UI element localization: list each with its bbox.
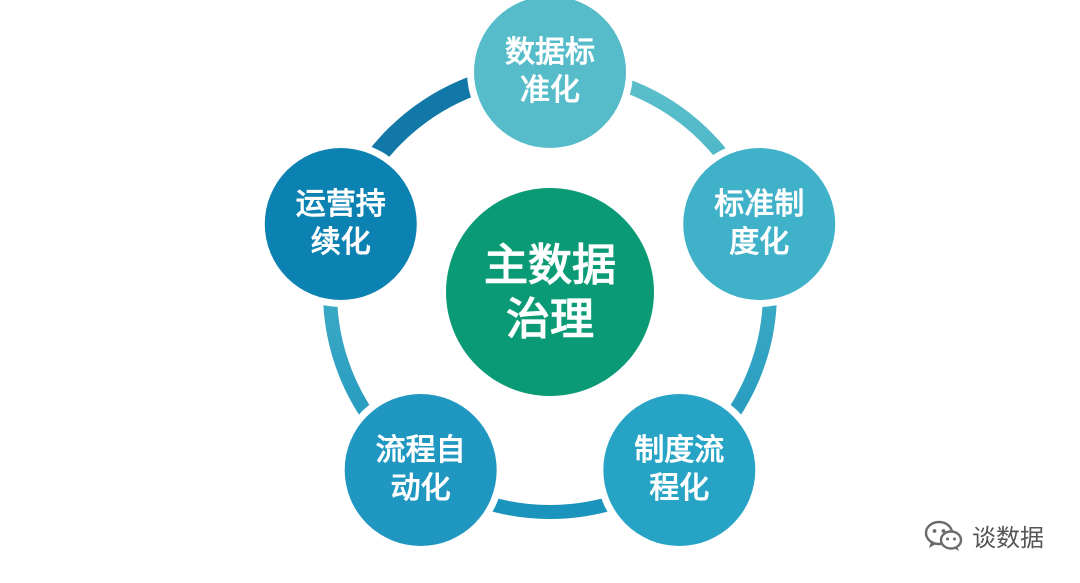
cycle-node-circle — [683, 148, 836, 301]
watermark: 谈数据 — [924, 518, 1044, 553]
cycle-node-circle — [344, 393, 497, 546]
cycle-node-label: 运营持 — [296, 187, 386, 222]
watermark-text: 谈数据 — [972, 524, 1044, 552]
cycle-node-circle — [603, 393, 756, 546]
cycle-node-label: 动化 — [391, 471, 451, 506]
wechat-icon — [924, 520, 963, 551]
cycle-node-label: 度化 — [729, 225, 789, 260]
cycle-node-label: 准化 — [520, 73, 580, 108]
center-circle — [446, 188, 654, 396]
cycle-node-label: 制度流 — [634, 433, 724, 468]
cycle-node-label: 续化 — [311, 225, 371, 260]
center-label: 主数据 — [484, 240, 616, 291]
cycle-node-circle — [474, 0, 626, 148]
cycle-node-label: 数据标 — [505, 35, 595, 70]
cycle-node-label: 流程自 — [376, 433, 466, 468]
cycle-node-circle — [264, 148, 417, 301]
cycle-node-label: 标准制 — [714, 187, 804, 222]
cycle-node-label: 程化 — [649, 471, 709, 506]
center-label: 治理 — [506, 294, 594, 345]
